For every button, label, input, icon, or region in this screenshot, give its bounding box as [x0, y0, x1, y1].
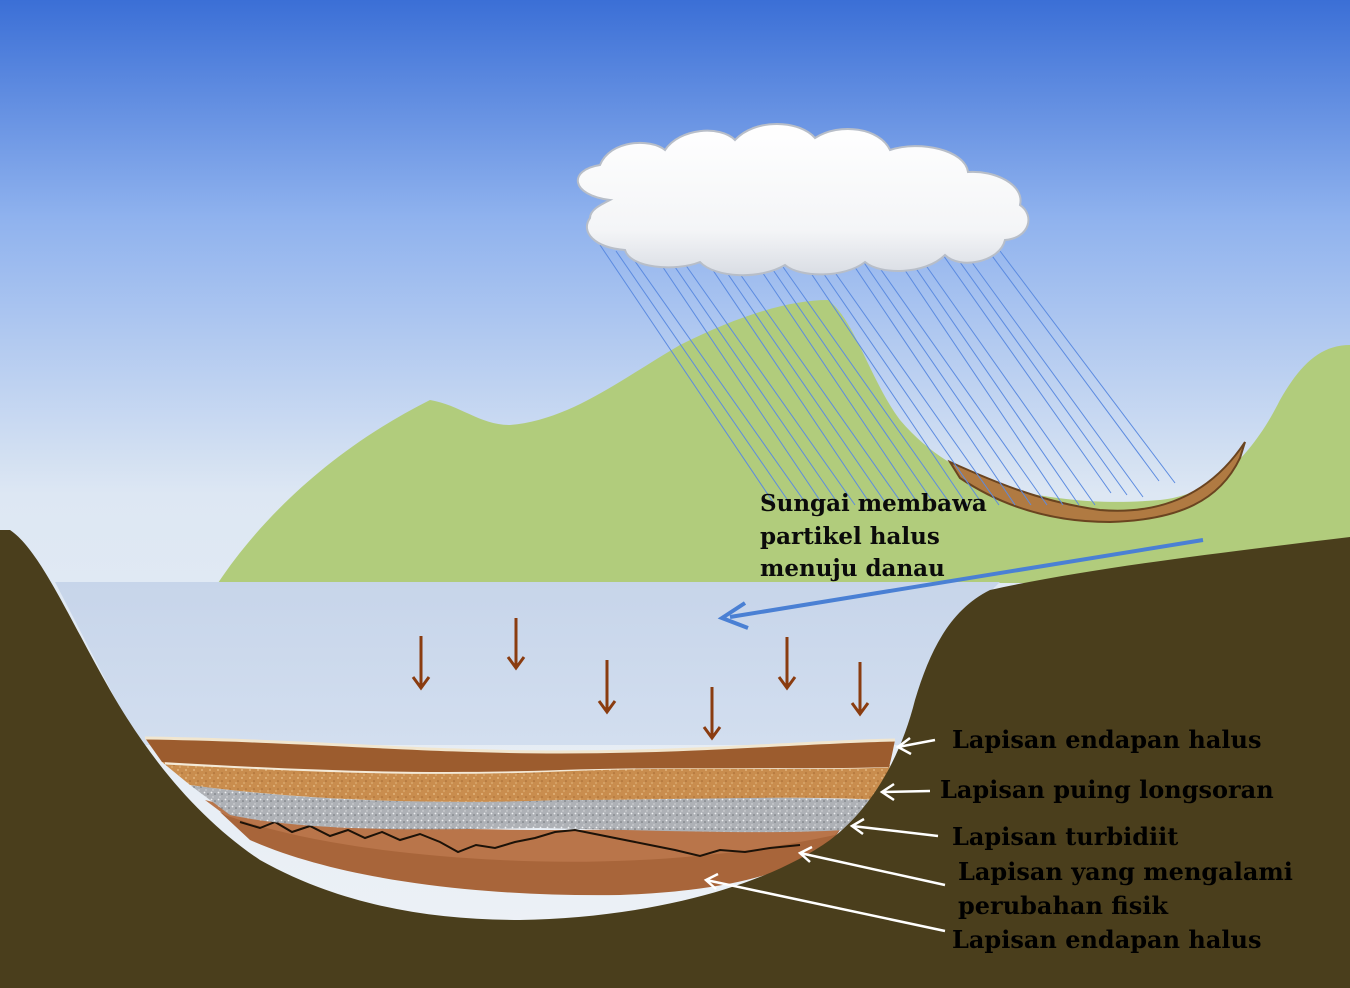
river-label-line-2: partikel halus — [760, 523, 940, 550]
rain-line — [791, 244, 968, 506]
rain-line — [823, 256, 1000, 506]
upper-basin-sediment — [947, 441, 1246, 524]
rain-line — [775, 256, 952, 506]
river-label: Sungai membawa partikel halus menuju dan… — [760, 490, 995, 582]
rain-line — [807, 250, 984, 506]
deformed-line-upper — [239, 820, 801, 858]
rain-line — [663, 250, 840, 506]
rain-line — [903, 250, 1080, 506]
rain-lines — [599, 244, 1176, 506]
rain-line — [951, 250, 1128, 496]
layer-deformed — [205, 800, 855, 862]
rain-line — [727, 256, 904, 506]
rain-line — [711, 250, 888, 506]
label-turbidite: Lapisan turbidiit — [952, 822, 1178, 851]
settle-arrow-head — [506, 656, 526, 671]
rain-line — [615, 250, 792, 506]
rain-line — [935, 244, 1112, 494]
label-pointers — [703, 737, 946, 933]
river-label-line-3: menuju danau — [760, 555, 945, 582]
rain-line — [919, 256, 1096, 506]
settle-arrow-head — [411, 676, 431, 691]
lake-water — [55, 582, 1000, 745]
rain-line — [839, 244, 1016, 506]
settle-arrow-head — [702, 726, 722, 741]
rain-line — [679, 256, 856, 506]
label-debris: Lapisan puing longsoran — [940, 775, 1274, 804]
label-deformed-line-2: perubahan fisik — [958, 891, 1169, 920]
river-label-line-1: Sungai membawa — [760, 490, 987, 517]
layer-fine-bottom — [220, 812, 840, 896]
rain-line — [759, 250, 936, 506]
label-fine-bottom: Lapisan endapan halus — [952, 925, 1261, 954]
cloud — [577, 123, 1030, 277]
rain-line — [599, 244, 776, 506]
rain-line — [983, 244, 1160, 482]
layer-fine-top — [145, 738, 895, 773]
rain-line — [743, 244, 920, 506]
rain-line — [871, 256, 1048, 506]
rain-line — [647, 244, 824, 506]
label-fine-top: Lapisan endapan halus — [952, 725, 1261, 754]
rain-line — [631, 256, 808, 506]
rain-line — [967, 256, 1144, 498]
label-deformed-line-1: Lapisan yang mengalami — [958, 857, 1293, 886]
settle-arrow-head — [777, 676, 797, 691]
rain-line — [999, 250, 1176, 484]
settle-arrow-head — [850, 702, 870, 717]
layer-turbidite — [190, 785, 880, 833]
settle-arrow-head — [597, 700, 617, 715]
rain-line — [887, 244, 1064, 506]
sediment-stack — [144, 736, 896, 896]
rain-line — [695, 244, 872, 506]
rain-line — [855, 250, 1032, 506]
settling-arrows — [411, 618, 870, 741]
layer-fine-top-edge — [144, 736, 896, 754]
ground-left — [0, 530, 520, 988]
ground-right — [520, 537, 1350, 988]
river-arrow — [717, 538, 1204, 630]
